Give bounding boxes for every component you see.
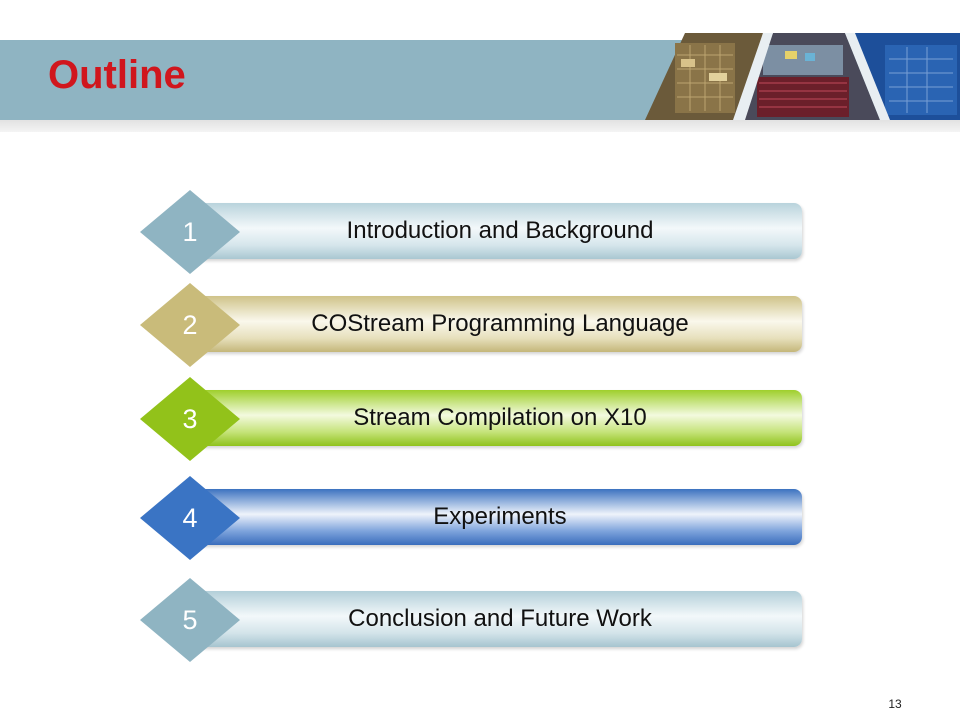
slide-title: Outline bbox=[48, 53, 186, 97]
number-diamond bbox=[140, 476, 240, 560]
outline-item-label: Stream Compilation on X10 bbox=[353, 404, 647, 431]
outline-item-label: Experiments bbox=[433, 503, 567, 530]
outline-bar bbox=[202, 489, 802, 545]
outline-bar bbox=[202, 390, 802, 446]
outline-item-number: 1 bbox=[182, 217, 198, 247]
header-divider bbox=[0, 120, 960, 132]
outline-item-label: Introduction and Background bbox=[346, 217, 654, 244]
outline-bar bbox=[202, 296, 802, 352]
number-diamond bbox=[140, 578, 240, 662]
outline-item-number: 5 bbox=[182, 605, 198, 635]
outline-item-label: Conclusion and Future Work bbox=[348, 605, 652, 632]
outline-item-5: Conclusion and Future Work 5 bbox=[130, 578, 805, 662]
outline-item-2: COStream Programming Language 2 bbox=[130, 283, 805, 367]
processor-die-image bbox=[645, 25, 960, 122]
outline-item-4: Experiments 4 bbox=[130, 476, 805, 560]
outline-item-number: 2 bbox=[182, 310, 198, 340]
page-number: 13 bbox=[888, 697, 902, 711]
outline-bar bbox=[202, 591, 802, 647]
outline-item-3: Stream Compilation on X10 3 bbox=[130, 377, 805, 461]
outline-item-number: 4 bbox=[182, 503, 198, 533]
number-diamond bbox=[140, 377, 240, 461]
outline-item-label: COStream Programming Language bbox=[311, 310, 689, 337]
outline-bar bbox=[202, 203, 802, 259]
number-diamond bbox=[140, 190, 240, 274]
outline-item-number: 3 bbox=[182, 404, 198, 434]
outline-item-1: Introduction and Background 1 bbox=[130, 190, 805, 274]
number-diamond bbox=[140, 283, 240, 367]
